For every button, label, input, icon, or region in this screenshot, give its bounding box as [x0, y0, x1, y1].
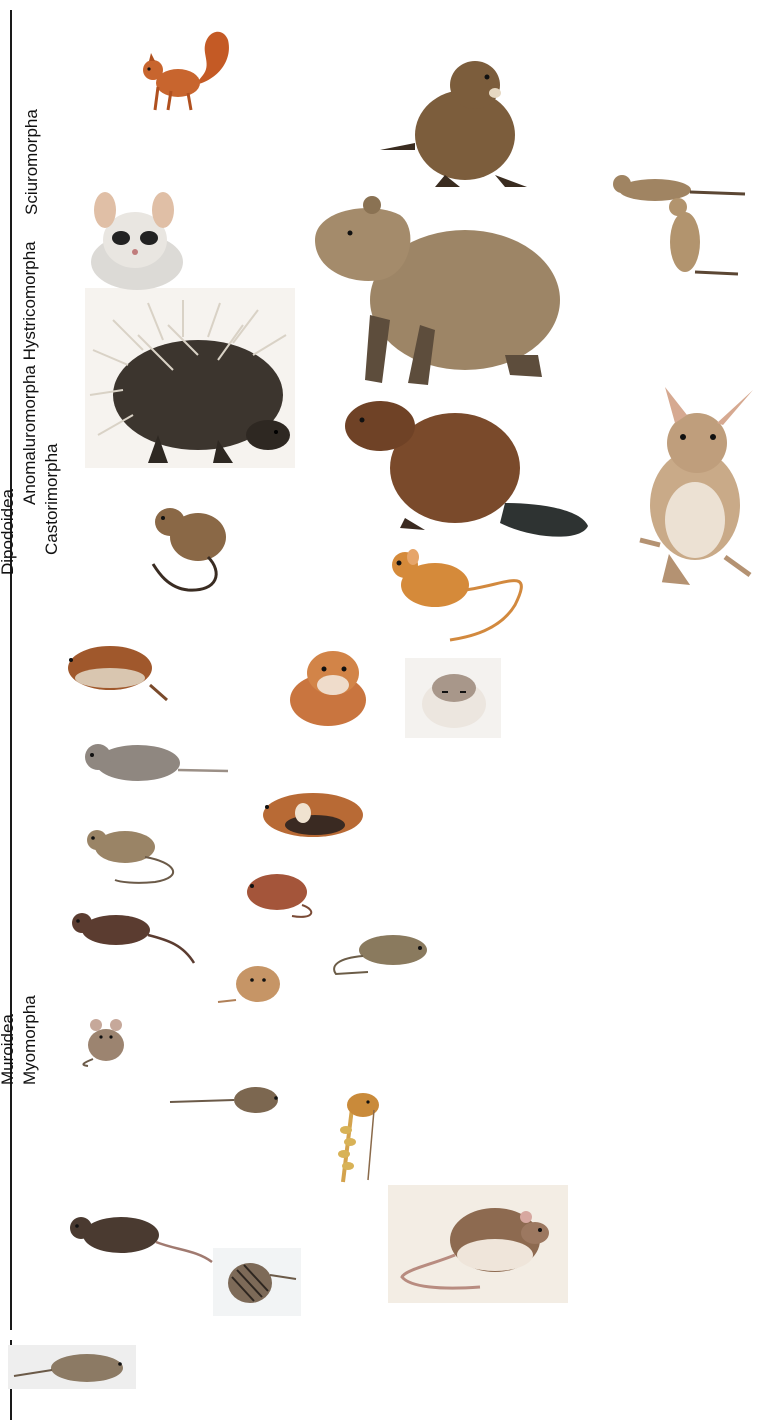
label-castorimorpha: Castorimorpha [42, 444, 62, 556]
harvest-mouse-small-image [218, 962, 283, 1007]
pygmy-mouse-image [168, 1080, 286, 1125]
porcupine-image [88, 295, 293, 465]
kangaroo-rat-image [375, 545, 530, 643]
brown-rat-image [66, 1210, 214, 1265]
giant-pouched-rat-image [400, 1195, 555, 1293]
house-mouse-image [78, 1015, 130, 1067]
prairie-dogs-image [610, 172, 750, 280]
deer-mouse-image [85, 822, 185, 887]
label-muroidea: Muroidea [0, 1014, 18, 1085]
field-hamster-image [255, 785, 370, 845]
vole-image [55, 630, 170, 705]
capybara-image [310, 195, 565, 390]
red-backed-vole-image [242, 870, 320, 920]
brown-rat-small-image [68, 905, 196, 963]
garden-dormouse-image [85, 192, 187, 287]
label-hystricomorpha: Anomaluromorpha Hystricomorpha [20, 241, 40, 505]
springhare-image [635, 385, 760, 585]
label-dipodoidea: Dipodoidea [0, 489, 18, 575]
woodland-mouse-image [328, 928, 434, 976]
clade-line-myomorpha [10, 630, 12, 1330]
golden-hamster-image [288, 645, 370, 727]
dwarf-hamster-image [418, 668, 490, 730]
label-sciuromorpha: Sciuromorpha [22, 109, 42, 215]
striped-mouse-image [222, 1255, 298, 1310]
pocket-mouse-image [148, 502, 230, 594]
shrew-mouse-image [12, 1348, 132, 1388]
harvest-mouse-wheat-image [328, 1090, 383, 1185]
red-squirrel-image [133, 25, 238, 117]
gray-rat-image [78, 735, 230, 793]
beaver-image [340, 398, 590, 543]
groundhog-image [375, 55, 535, 190]
label-myomorpha: Myomorpha [20, 995, 40, 1085]
